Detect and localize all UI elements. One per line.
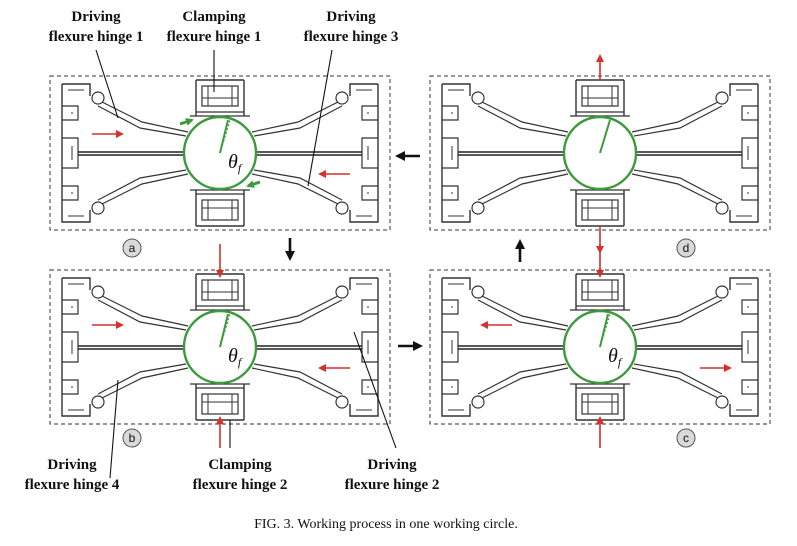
theta-symbol-a: θ xyxy=(228,151,238,173)
theta-symbol-c: θ xyxy=(608,345,618,367)
theta-subscript-c: f xyxy=(618,355,623,369)
label-driving-hinge-1-line1: Driving xyxy=(71,9,121,25)
panel-d: d xyxy=(428,54,772,258)
svg-text:θf: θf xyxy=(228,345,243,369)
panel-c: θf c xyxy=(428,244,772,448)
panel-tag-c: c xyxy=(683,431,689,445)
figure-caption: FIG. 3. Working process in one working c… xyxy=(254,517,518,532)
panel-tag-d: d xyxy=(683,241,690,255)
label-driving-hinge-3-line1: Driving xyxy=(326,9,376,25)
label-clamping-hinge-2-line1: Clamping xyxy=(208,457,272,473)
svg-text:θf: θf xyxy=(608,345,623,369)
label-driving-hinge-2-line2: flexure hinge 2 xyxy=(345,477,440,493)
label-driving-hinge-2-line1: Driving xyxy=(367,457,417,473)
label-clamping-hinge-1-line2: flexure hinge 1 xyxy=(167,29,262,45)
theta-symbol-b: θ xyxy=(228,345,238,367)
theta-subscript-a: f xyxy=(238,161,243,175)
label-driving-hinge-1-line2: flexure hinge 1 xyxy=(49,29,144,45)
label-driving-hinge-4-line2: flexure hinge 4 xyxy=(25,477,120,493)
panel-tag-b: b xyxy=(129,431,136,445)
panel-a: θf a xyxy=(48,74,392,258)
svg-text:θf: θf xyxy=(228,151,243,175)
label-clamping-hinge-2-line2: flexure hinge 2 xyxy=(193,477,288,493)
panel-b: θf b xyxy=(48,244,392,448)
callout-lines xyxy=(95,49,397,479)
panel-tag-a: a xyxy=(129,241,136,255)
theta-subscript-b: f xyxy=(238,355,243,369)
label-driving-hinge-4-line1: Driving xyxy=(47,457,97,473)
label-driving-hinge-3-line2: flexure hinge 3 xyxy=(304,29,399,45)
label-clamping-hinge-1-line1: Clamping xyxy=(182,9,246,25)
